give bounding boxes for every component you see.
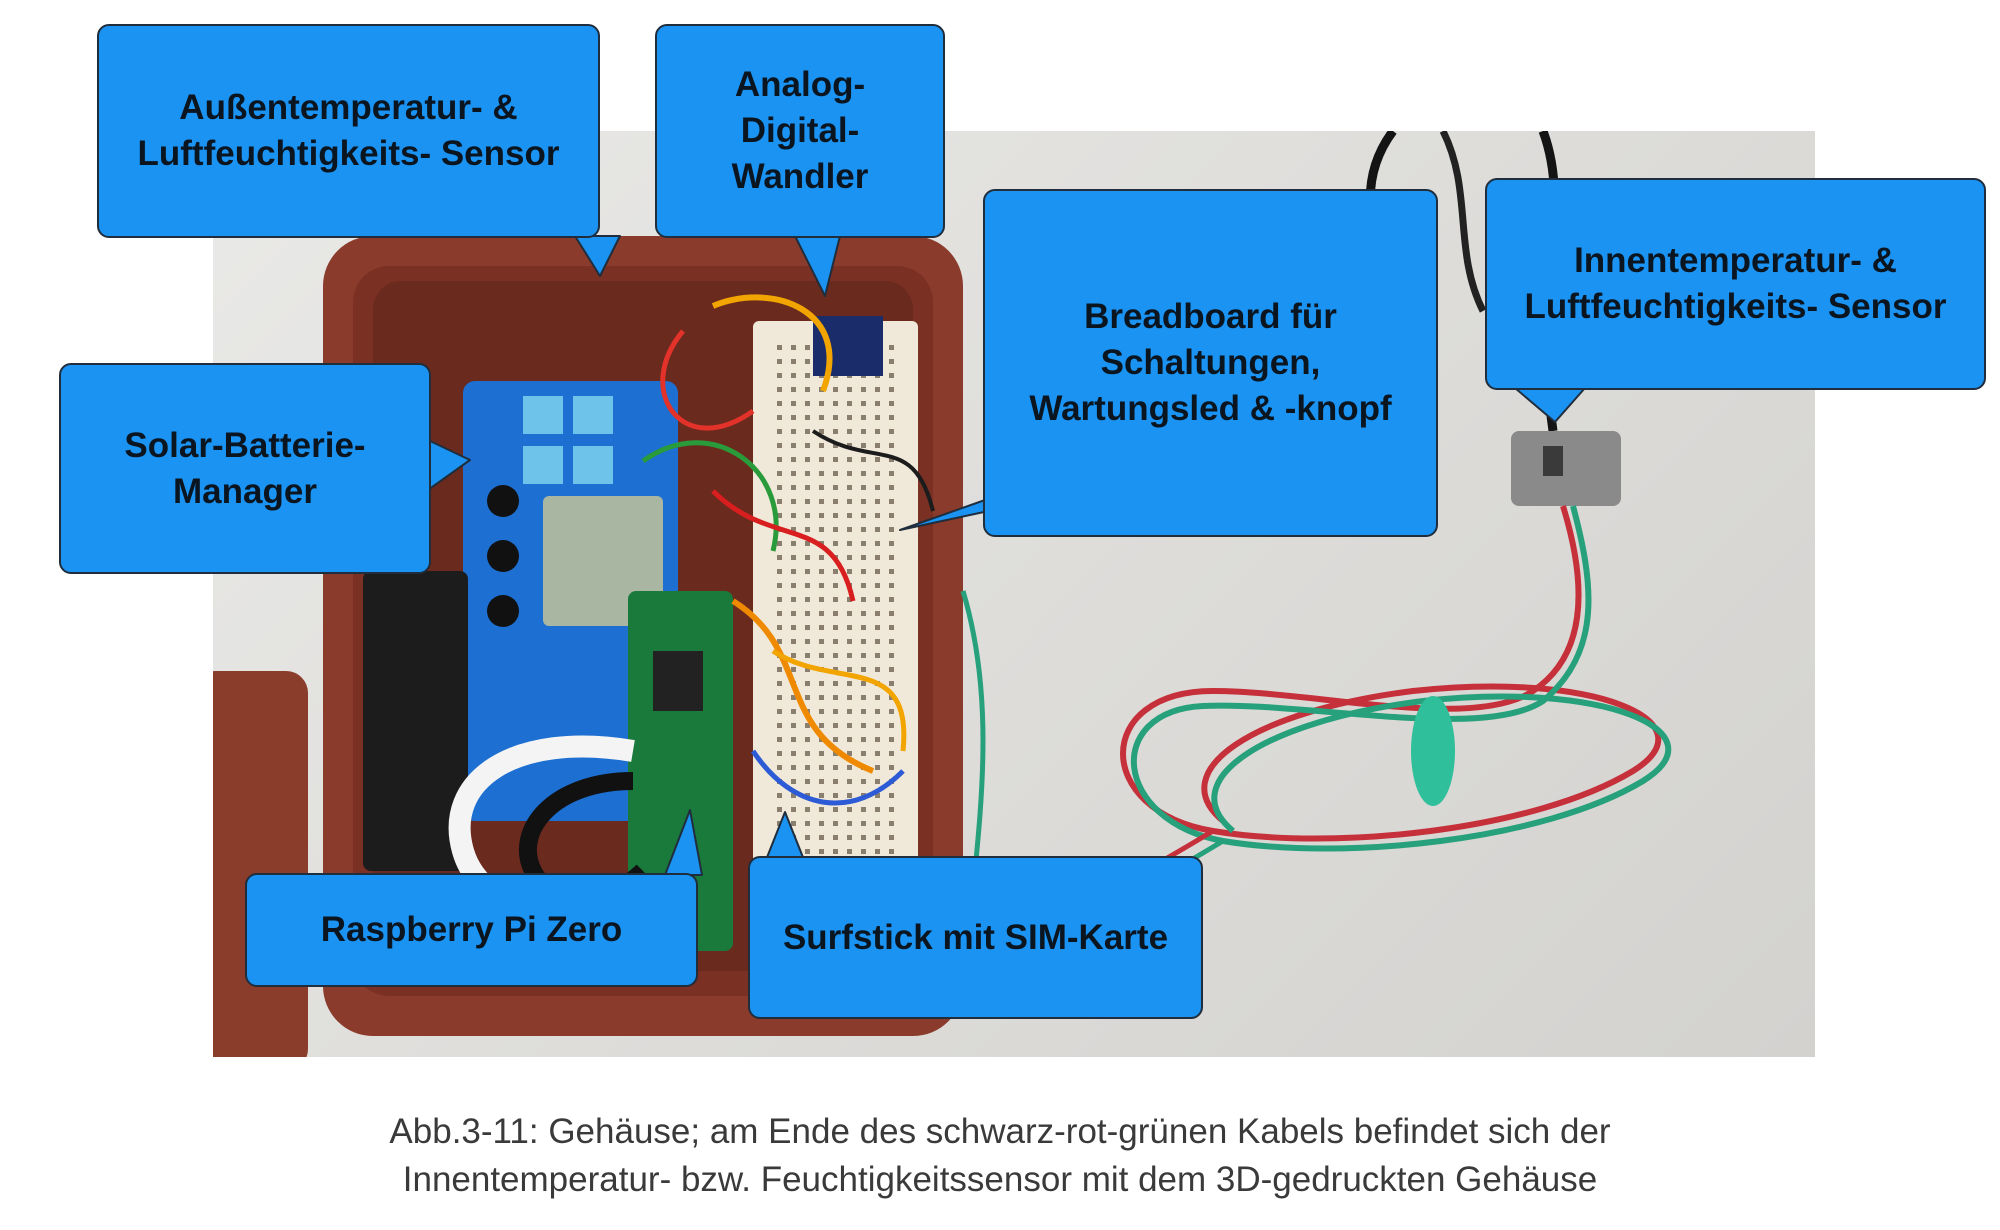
indoor-sensor-pointer — [1514, 387, 1586, 423]
callout-outdoor-sensor: Außentemperatur- & Luftfeuchtigkeits- Se… — [97, 24, 600, 238]
raspberry-pointer — [664, 809, 703, 876]
photo-illustration — [213, 131, 1672, 1057]
callout-indoor-sensor: Innentemperatur- & Luftfeuchtigkeits- Se… — [1485, 178, 1986, 390]
figure-caption: Abb.3-11: Gehäuse; am Ende des schwarz-r… — [150, 1108, 1850, 1204]
adc-pointer — [794, 235, 841, 297]
outdoor-sensor-pointer — [574, 235, 621, 277]
caption-line-1: Abb.3-11: Gehäuse; am Ende des schwarz-r… — [389, 1112, 1611, 1151]
callout-breadboard: Breadboard für Schaltungen, Wartungsled … — [983, 189, 1438, 537]
caption-line-2: Innentemperatur- bzw. Feuchtigkeitssenso… — [402, 1160, 1598, 1199]
callout-surfstick: Surfstick mit SIM-Karte — [748, 856, 1203, 1019]
callout-raspberry-pi: Raspberry Pi Zero — [245, 873, 698, 987]
callout-solar-manager: Solar-Batterie- Manager — [59, 363, 431, 574]
callout-adc: Analog- Digital- Wandler — [655, 24, 945, 238]
solar-manager-pointer — [427, 439, 471, 491]
